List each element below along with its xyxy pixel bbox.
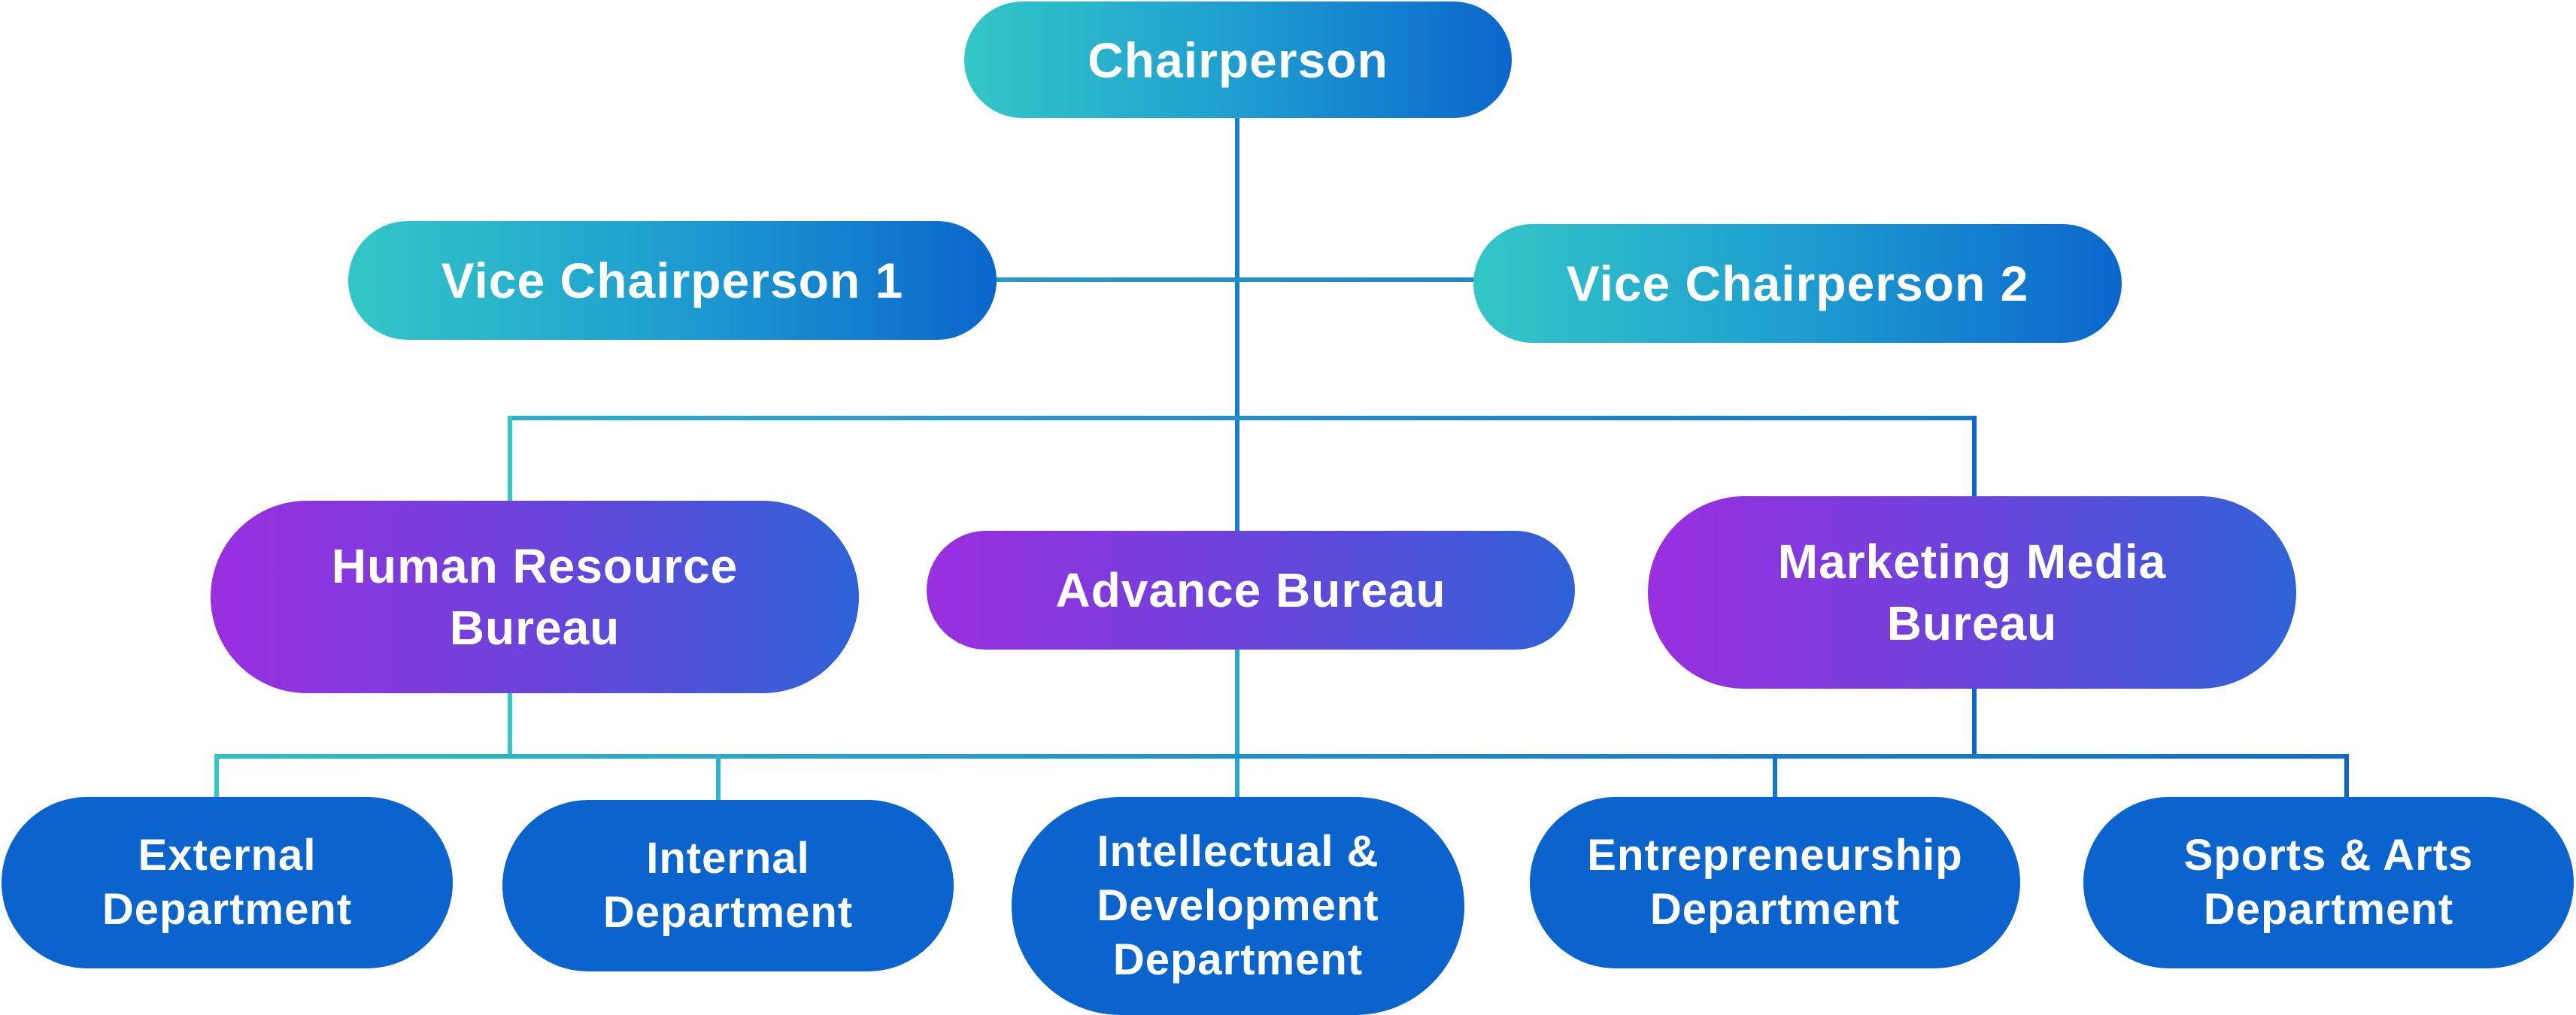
node-vice-chairperson-2: Vice Chairperson 2: [1473, 224, 2122, 343]
node-entrepreneurship-department: Entrepreneurship Department: [1530, 797, 2020, 968]
node-vice-chairperson-2-label: Vice Chairperson 2: [1566, 256, 2029, 311]
node-chairperson-label: Chairperson: [1088, 32, 1388, 88]
node-entrepreneurship-department-label: Entrepreneurship Department: [1587, 831, 1963, 934]
node-human-resource-bureau: Human Resource Bureau: [211, 501, 859, 693]
node-chairperson: Chairperson: [964, 2, 1512, 118]
node-internal-department-label: Internal Department: [602, 834, 854, 937]
node-advance-bureau: Advance Bureau: [927, 531, 1575, 650]
node-intellectual-development-department-label: Intellectual & Development Department: [1097, 827, 1379, 984]
node-external-department-label: External Department: [102, 831, 353, 934]
node-marketing-media-bureau: Marketing Media Bureau: [1648, 496, 2296, 689]
node-marketing-media-bureau-label: Marketing Media Bureau: [1777, 535, 2167, 650]
node-sports-arts-department-label: Sports & Arts Department: [2183, 831, 2474, 934]
node-internal-department: Internal Department: [502, 800, 954, 971]
node-vice-chairperson-1: Vice Chairperson 1: [348, 221, 997, 340]
node-human-resource-bureau-label: Human Resource Bureau: [331, 539, 739, 655]
node-external-department: External Department: [2, 797, 453, 968]
node-intellectual-development-department: Intellectual & Development Department: [1012, 797, 1464, 1015]
node-advance-bureau-label: Advance Bureau: [1055, 563, 1446, 617]
node-sports-arts-department: Sports & Arts Department: [2083, 797, 2574, 968]
node-vice-chairperson-1-label: Vice Chairperson 1: [441, 253, 904, 308]
